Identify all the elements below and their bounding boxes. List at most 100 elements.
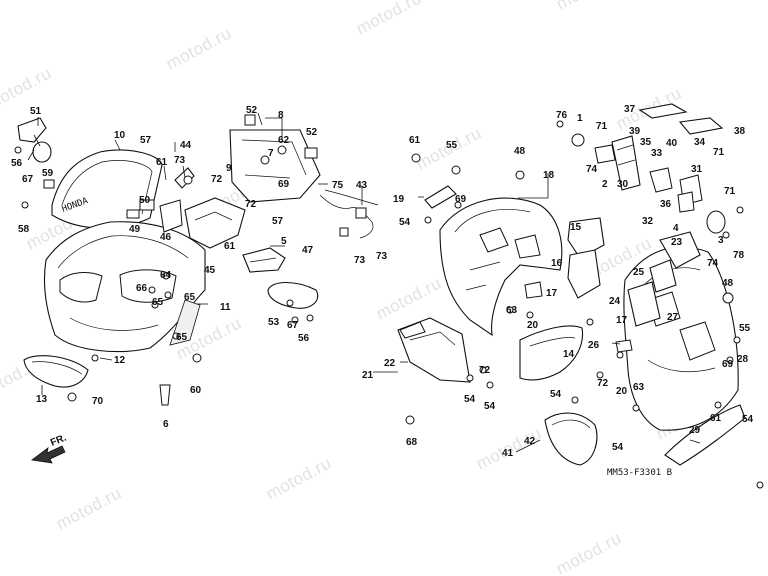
callout-number: 61 xyxy=(710,413,722,424)
callout-number: 63 xyxy=(633,382,645,393)
callout-number: 61 xyxy=(156,157,168,168)
callout-number: 12 xyxy=(114,355,126,366)
callout-number: 11 xyxy=(220,302,231,313)
callout-number: 60 xyxy=(190,385,202,396)
callout-number: 65 xyxy=(176,332,188,343)
callout-number: 24 xyxy=(609,296,621,307)
callout-number: 41 xyxy=(502,448,514,459)
wiring-harness xyxy=(319,189,379,239)
callout-number: 56 xyxy=(11,158,23,169)
callout-number: 6 xyxy=(163,419,169,430)
callout-number: 32 xyxy=(642,216,654,227)
callout-number: 58 xyxy=(18,224,30,235)
callout-number: 3 xyxy=(718,235,724,246)
callout-number: 65 xyxy=(152,297,164,308)
callout-number: 52 xyxy=(306,127,318,138)
callout-number: 17 xyxy=(616,315,628,326)
callout-number: 67 xyxy=(22,174,34,185)
windscreen: HONDA xyxy=(43,149,163,229)
callout-number: 47 xyxy=(302,245,314,256)
watermark: motod.ru xyxy=(553,528,625,576)
callout-number: 57 xyxy=(140,135,152,146)
callout-number: 75 xyxy=(332,180,344,191)
front-direction-indicator: FR. xyxy=(30,432,68,464)
callout-number: 46 xyxy=(160,232,172,243)
callout-number: 49 xyxy=(129,224,141,235)
callout-number: 36 xyxy=(660,199,672,210)
inner-fairing-18 xyxy=(439,197,563,337)
inner-panel-14 xyxy=(519,325,584,381)
callout-number: 68 xyxy=(406,437,418,448)
callout-number: 38 xyxy=(734,126,746,137)
callout-number: 44 xyxy=(180,140,192,151)
callout-number: 35 xyxy=(640,137,652,148)
callout-number: 65 xyxy=(184,292,196,303)
small-fasteners-right xyxy=(405,120,764,489)
callout-number: 9 xyxy=(226,163,232,174)
inner-panel-15-16 xyxy=(567,217,605,299)
upper-cowl xyxy=(43,221,206,353)
callout-number: 40 xyxy=(666,138,678,149)
front-label: FR. xyxy=(49,432,68,448)
watermark: motod.ru xyxy=(0,63,55,113)
callout-number: 55 xyxy=(446,140,458,151)
callout-number: 48 xyxy=(514,146,526,157)
callout-number: 71 xyxy=(596,121,608,132)
callout-number: 73 xyxy=(376,251,388,262)
side-mirror-53 xyxy=(267,281,319,309)
callout-number: 74 xyxy=(707,258,719,269)
callout-number: 59 xyxy=(42,168,54,179)
callout-number: 22 xyxy=(384,358,396,369)
callout-number: 69 xyxy=(722,359,734,370)
callout-number: 67 xyxy=(287,320,299,331)
callout-number: 14 xyxy=(563,349,575,360)
callout-number: 66 xyxy=(136,283,148,294)
callout-number: 13 xyxy=(36,394,48,405)
callout-number: 54 xyxy=(399,217,411,228)
callout-number: 57 xyxy=(272,216,284,227)
callout-number: 48 xyxy=(722,278,734,289)
meter-panel xyxy=(184,197,246,249)
watermark: motod.ru xyxy=(553,0,625,14)
leader-lines xyxy=(27,112,701,453)
callout-number: 72 xyxy=(597,378,609,389)
callout-number: 74 xyxy=(586,164,598,175)
center-stay-assembly xyxy=(229,114,321,203)
callout-number: 33 xyxy=(651,148,663,159)
callout-number: 16 xyxy=(551,258,563,269)
callout-number: 51 xyxy=(30,106,42,117)
small-fasteners-left xyxy=(14,146,314,406)
duct-19 xyxy=(424,185,457,209)
callout-number: 7 xyxy=(268,148,274,159)
callout-number: 43 xyxy=(356,180,368,191)
callout-number: 45 xyxy=(204,265,216,276)
callout-number: 29 xyxy=(689,425,701,436)
callout-number: 72 xyxy=(245,199,257,210)
callout-number: 56 xyxy=(298,333,310,344)
callout-number: 23 xyxy=(671,237,683,248)
callout-number: 63 xyxy=(506,305,518,316)
callout-number: 17 xyxy=(546,288,558,299)
callout-number: 2 xyxy=(602,179,608,190)
callout-number: 18 xyxy=(543,170,555,181)
callout-number: 71 xyxy=(724,186,736,197)
callout-number: 71 xyxy=(713,147,725,158)
callout-number: 62 xyxy=(278,135,290,146)
panels-23-24-25 xyxy=(627,231,701,327)
stay-parts-upper-right xyxy=(571,103,726,234)
lower-cowl-42 xyxy=(544,412,598,466)
callout-number: 55 xyxy=(739,323,751,334)
watermark: motod.ru xyxy=(53,483,125,533)
bracket-47 xyxy=(242,247,286,273)
watermark: motod.ru xyxy=(163,23,235,73)
callout-number: 4 xyxy=(673,223,679,234)
callout-number: 30 xyxy=(617,179,629,190)
callout-number: 73 xyxy=(354,255,366,266)
callout-number: 20 xyxy=(527,320,539,331)
callout-number: 8 xyxy=(278,110,284,121)
callout-number: 76 xyxy=(556,110,568,121)
callout-number: 78 xyxy=(733,250,745,261)
callout-number: 72 xyxy=(479,365,491,376)
callout-number: 54 xyxy=(464,394,476,405)
